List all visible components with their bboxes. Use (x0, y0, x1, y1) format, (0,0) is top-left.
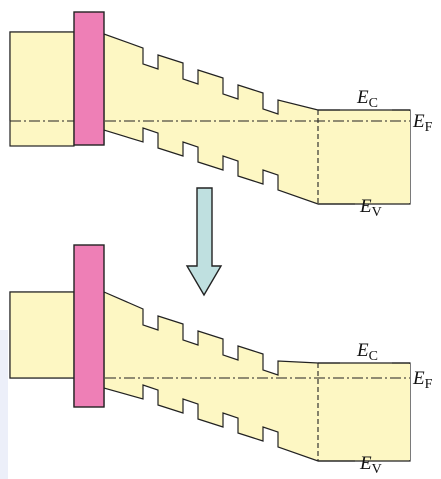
edge-shading (0, 330, 8, 479)
bottom-band-region (9, 291, 411, 462)
top-left-metal-band (9, 31, 75, 147)
top-metal-contact (73, 11, 105, 146)
top-band-region (9, 31, 411, 205)
bottom-ev-label: EV (359, 453, 382, 477)
bottom-ec-label: EC (356, 340, 378, 364)
down-arrow-icon (185, 187, 223, 297)
top-ef-label: EF (412, 111, 433, 135)
top-band-diagram: EC EF EV (9, 11, 433, 220)
bottom-left-metal-band (9, 291, 75, 379)
top-ec-label: EC (356, 87, 378, 111)
top-right-flat-fill (319, 111, 410, 203)
bottom-band-diagram: EC EF EV (9, 244, 433, 477)
bottom-right-flat-fill (319, 364, 410, 460)
top-ev-label: EV (359, 196, 382, 220)
bottom-metal-contact (73, 244, 105, 408)
bottom-ef-label: EF (412, 368, 433, 392)
